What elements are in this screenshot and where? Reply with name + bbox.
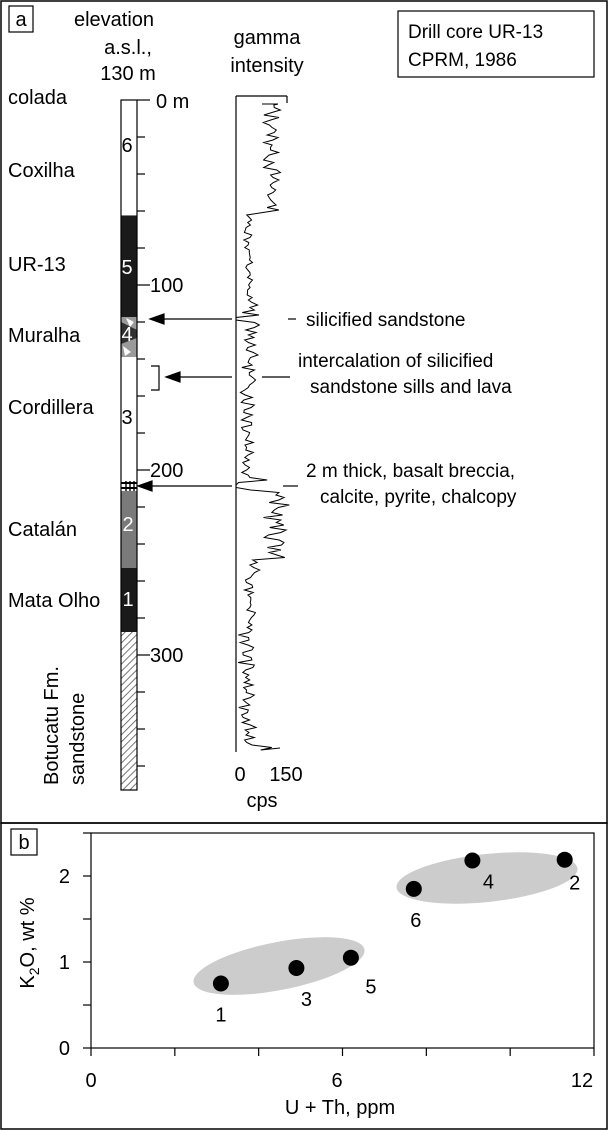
depth-label-100: 100	[150, 275, 183, 297]
formation-mata-olho: Mata Olho	[8, 590, 100, 612]
y-tick-label-2: 2	[59, 866, 70, 888]
x-tick-label-0: 0	[85, 1070, 96, 1092]
y-axis-label: K2O, wt %	[17, 897, 42, 988]
data-label-3: 3	[301, 989, 312, 1011]
basement-label: Botucatu Fm. sandstone	[41, 666, 89, 785]
unit-number-2: 2	[122, 514, 133, 536]
strat-column	[120, 99, 138, 791]
core-legend-box	[397, 10, 595, 78]
botucatu-sandstone	[121, 632, 137, 790]
basement-label-line-2: sandstone	[67, 693, 89, 785]
elevation-header-2: a.s.l.,	[104, 37, 152, 59]
arrow-breccia-head	[136, 480, 153, 492]
gamma-tick-0: 0	[234, 764, 245, 786]
unit-3	[121, 357, 137, 481]
unit-4-fleck	[126, 318, 134, 327]
panel-b-label: b	[18, 832, 29, 854]
column-outline	[120, 99, 138, 791]
breccia-layer	[121, 481, 137, 491]
gamma-header-1: gamma	[234, 27, 302, 49]
data-point-3	[288, 960, 305, 976]
gamma-header-2: intensity	[230, 55, 303, 77]
data-label-4: 4	[483, 872, 494, 894]
data-label-2: 2	[569, 873, 580, 895]
annotation-silicified: silicified sandstone	[306, 310, 465, 331]
x-axis-ticks	[90, 1048, 595, 1056]
bracket-intercalation	[151, 365, 160, 391]
arrow-silicified-head	[148, 313, 165, 325]
gamma-unit: cps	[246, 790, 277, 812]
annotation-breccia-1: 2 m thick, basalt breccia,	[306, 461, 515, 482]
arrow-intercalation-head	[164, 371, 181, 383]
data-point-1	[212, 975, 229, 992]
annotation-intercalation-2: sandstone sills and lava	[310, 377, 512, 398]
group-ellipse-high	[396, 852, 578, 904]
data-point-5	[342, 949, 359, 966]
y-axis-ticks	[83, 832, 91, 1049]
core-legend-line-1: Drill core UR-13	[408, 22, 543, 43]
unit-number-6: 6	[121, 135, 132, 157]
formation-muralha: Muralha	[8, 325, 81, 347]
data-label-5: 5	[365, 977, 376, 999]
gamma-log	[235, 95, 290, 752]
unit-4-breccia	[121, 322, 137, 344]
depth-ticks	[137, 99, 150, 767]
formation-ur13: UR-13	[8, 254, 66, 276]
unit-number-4: 4	[121, 324, 132, 346]
unit-2	[121, 491, 137, 568]
unit-number-5: 5	[121, 257, 132, 279]
y-tick-label-1: 1	[59, 952, 70, 974]
depth-label-200: 200	[150, 460, 183, 482]
unit-6	[120, 99, 138, 217]
x-axis-label: U + Th, ppm	[285, 1097, 395, 1119]
data-point-2	[556, 851, 573, 868]
gamma-tick-150: 150	[269, 764, 302, 786]
formation-colada: colada	[8, 87, 68, 109]
annotation-arrows	[136, 313, 298, 492]
core-legend-line-2: CPRM, 1986	[408, 50, 517, 71]
unit-4-fleck-2	[123, 346, 131, 356]
panel-b-frame	[0, 822, 608, 1130]
scatter-plot: 1 3 5 6 4 2	[83, 832, 595, 1056]
unit-number-1: 1	[122, 589, 133, 611]
depth-label-300: 300	[150, 645, 183, 667]
y-tick-label-0: 0	[59, 1038, 70, 1060]
data-label-1: 1	[215, 1005, 226, 1027]
panel-a-label-box	[8, 5, 34, 33]
formation-catalan: Catalán	[8, 519, 77, 541]
formation-coxilha: Coxilha	[8, 160, 76, 182]
gamma-trace	[235, 103, 290, 751]
unit-number-3: 3	[121, 407, 132, 429]
basement-label-line-1: Botucatu Fm.	[41, 666, 63, 785]
panel-b-label-box	[10, 828, 38, 856]
annotation-intercalation-1: intercalation of silicified	[298, 351, 493, 372]
data-label-6: 6	[410, 910, 421, 932]
depth-label-0: 0 m	[156, 91, 189, 113]
unit-1	[121, 568, 137, 632]
panel-a-label: a	[15, 9, 27, 31]
points-layer: 1 3 5 6 4 2	[212, 851, 580, 1027]
group-ellipse-low	[193, 937, 365, 995]
elevation-header-3: 130 m	[100, 63, 156, 85]
unit-5	[121, 216, 137, 317]
data-point-4	[464, 852, 481, 869]
x-tick-label-12: 12	[571, 1070, 593, 1092]
formation-cordillera: Cordillera	[8, 397, 94, 419]
data-point-6	[405, 880, 422, 897]
annotation-breccia-2: calcite, pyrite, chalcopy	[320, 487, 517, 508]
x-tick-label-6: 6	[331, 1070, 342, 1092]
elevation-header-1: elevation	[74, 9, 154, 31]
